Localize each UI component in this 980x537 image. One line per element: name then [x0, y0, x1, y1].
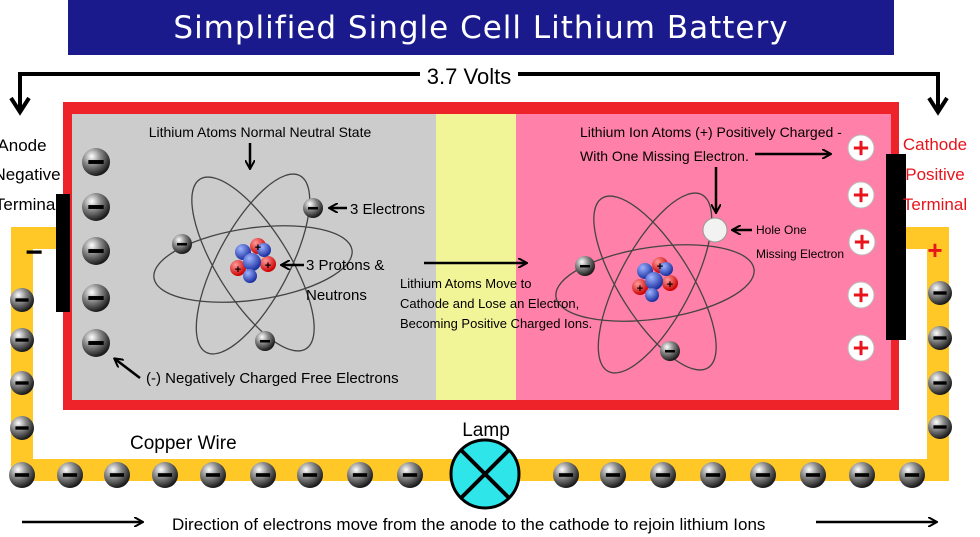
cathode-region	[516, 114, 891, 400]
direction-label: Direction of electrons move from the ano…	[172, 515, 765, 534]
title-banner: Simplified Single Cell Lithium Battery	[68, 0, 894, 55]
neutral-state-label: Lithium Atoms Normal Neutral State	[149, 124, 372, 140]
move-label-line3: Becoming Positive Charged Ions.	[400, 316, 592, 331]
free-electrons-anode	[82, 148, 110, 357]
electron-icon	[10, 328, 34, 352]
move-label-line1: Lithium Atoms Move to	[400, 276, 532, 291]
svg-text:Terminal: Terminal	[0, 195, 59, 214]
electron-icon	[82, 284, 110, 312]
electron-icon	[553, 462, 579, 488]
svg-text:Terminal: Terminal	[903, 195, 967, 214]
lamp-icon	[449, 438, 521, 510]
orbit-electrons-left	[172, 198, 323, 351]
electron-icon	[928, 281, 952, 305]
anode-label: Anode Negative Terminal	[0, 136, 61, 214]
lithium-ion-atom	[555, 192, 755, 374]
svg-text:Cathode: Cathode	[903, 135, 967, 154]
electron-icon	[750, 462, 776, 488]
hole-label-line2: Missing Electron	[756, 247, 844, 261]
electron-icon	[57, 462, 83, 488]
protons-label-line1: 3 Protons &	[306, 257, 384, 274]
protons-label-line2: Neutrons	[306, 287, 367, 304]
positive-charge-icon	[847, 134, 875, 162]
voltage-label: 3.7 Volts	[427, 64, 511, 89]
electron-icon	[82, 148, 110, 176]
cathode-label: Cathode Positive Terminal	[903, 135, 967, 214]
electron-icon	[928, 371, 952, 395]
svg-text:+: +	[657, 261, 663, 273]
nucleus-right: + + +	[632, 257, 678, 302]
title: Simplified Single Cell Lithium Battery	[173, 9, 789, 46]
electron-icon	[650, 462, 676, 488]
anode-terminal-plate	[56, 194, 70, 312]
electron-icon	[928, 326, 952, 350]
ion-label-line1: Lithium Ion Atoms (+) Positively Charged…	[580, 124, 842, 140]
positive-charge-icon	[848, 228, 876, 256]
svg-text:Anode: Anode	[0, 136, 47, 155]
anode-negative-sign: −	[25, 236, 43, 269]
electron-icon	[152, 462, 178, 488]
electron-icon	[397, 462, 423, 488]
svg-text:+: +	[265, 260, 271, 272]
lithium-atom-neutral	[153, 173, 353, 355]
hole-missing-electron	[702, 217, 728, 243]
electron-icon	[800, 462, 826, 488]
electron-icon	[10, 416, 34, 440]
electron-icon	[10, 288, 34, 312]
electron-icon	[600, 462, 626, 488]
electron-icon	[700, 462, 726, 488]
svg-text:+: +	[637, 283, 643, 295]
electron-icon	[82, 193, 110, 221]
electron-icon	[899, 462, 925, 488]
electron-icon	[297, 462, 323, 488]
electron-icon	[82, 237, 110, 265]
positive-charge-icon	[847, 334, 875, 362]
move-label-line2: Cathode and Lose an Electron,	[400, 296, 579, 311]
hole-label-line1: Hole One	[756, 223, 807, 237]
voltage-bracket	[9, 64, 949, 116]
free-electrons-label: (-) Negatively Charged Free Electrons	[146, 370, 399, 387]
electron-icon	[928, 415, 952, 439]
cathode-terminal-plate	[886, 154, 906, 340]
electron-icon	[10, 371, 34, 395]
electron-icon	[347, 462, 373, 488]
annotation-arrows	[22, 143, 936, 522]
lamp-label: Lamp	[462, 420, 510, 441]
cathode-positive-sign: +	[927, 235, 942, 265]
separator-region	[436, 114, 516, 400]
positive-charge-icon	[847, 181, 875, 209]
electron-icon	[9, 462, 35, 488]
electron-icon	[250, 462, 276, 488]
positive-charges-cathode	[847, 134, 876, 362]
orbit-electrons-right	[575, 256, 680, 361]
svg-text:Negative: Negative	[0, 165, 61, 184]
copper-wire-label: Copper Wire	[130, 433, 237, 454]
wire-electrons	[9, 281, 952, 488]
electron-icon	[82, 329, 110, 357]
positive-charge-icon	[847, 281, 875, 309]
nucleus-left: + + +	[230, 238, 276, 283]
svg-text:+: +	[235, 264, 241, 276]
svg-text:Positive: Positive	[905, 165, 965, 184]
three-electrons-label: 3 Electrons	[350, 201, 425, 218]
electron-icon	[104, 462, 130, 488]
ion-label-line2: With One Missing Electron.	[580, 148, 749, 164]
svg-text:+: +	[255, 242, 261, 254]
svg-text:+: +	[667, 279, 673, 291]
electron-icon	[200, 462, 226, 488]
electron-icon	[849, 462, 875, 488]
